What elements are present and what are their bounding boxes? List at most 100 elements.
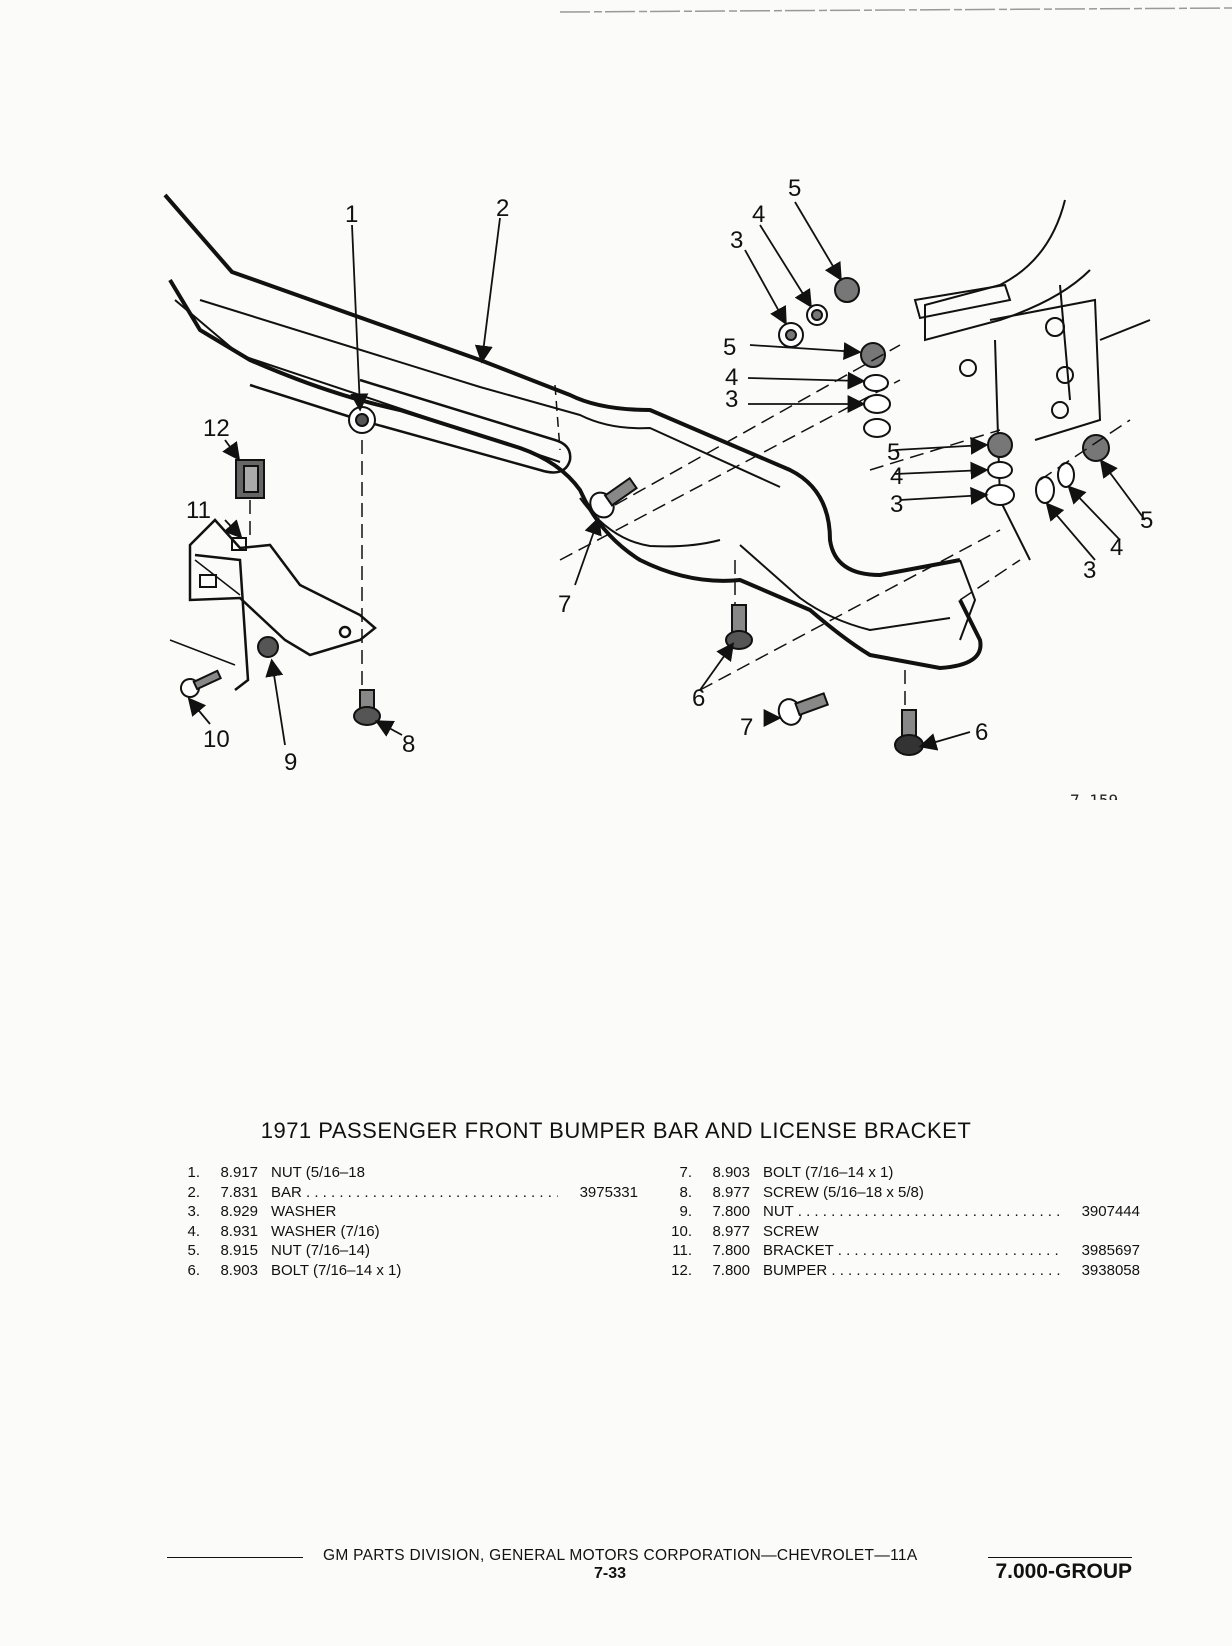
callout-8: 8 <box>402 731 415 758</box>
group-code: 8.903 <box>712 1164 750 1181</box>
footer-division: GM PARTS DIVISION, GENERAL MOTORS CORPOR… <box>323 1547 918 1564</box>
callout-1: 1 <box>345 201 358 228</box>
item-number: 2. <box>187 1183 200 1201</box>
callout-4: 4 <box>752 201 765 228</box>
list-item: 5. 8.915 NUT (7/16–14) <box>168 1241 638 1261</box>
list-item: 1. 8.917 NUT (5/16–18 <box>168 1163 638 1183</box>
list-item: 3. 8.929 WASHER <box>168 1202 638 1222</box>
callout-7: 7 <box>740 714 753 741</box>
parts-list-right: 7. 8.903 BOLT (7/16–14 x 1) 8. 8.977 SCR… <box>660 1163 1140 1280</box>
part-number: 3938058 <box>1081 1261 1140 1279</box>
callout-3: 3 <box>890 491 903 518</box>
list-item: 11. 7.800 BRACKET 3985697 <box>660 1241 1140 1261</box>
page-number: 7-33 <box>594 1565 627 1582</box>
list-item: 10. 8.977 SCREW <box>660 1222 1140 1242</box>
callout-4: 4 <box>890 463 903 490</box>
part-number: 3907444 <box>1081 1203 1140 1220</box>
callout-5: 5 <box>723 334 736 361</box>
callout-9: 9 <box>284 749 297 776</box>
item-number: 12. <box>671 1261 692 1279</box>
callout-5: 5 <box>788 175 801 202</box>
item-number: 10. <box>671 1222 692 1240</box>
part-number <box>558 1202 638 1222</box>
list-item: 6. 8.903 BOLT (7/16–14 x 1) <box>168 1261 638 1281</box>
group-code: 7.800 <box>712 1242 750 1259</box>
bumper-bar <box>163 193 983 670</box>
figure-number: 7-159 <box>1070 791 1118 800</box>
rubber-bumper <box>235 459 265 499</box>
list-item: 8. 8.977 SCREW (5/16–18 x 5/8) <box>660 1183 1140 1203</box>
part-number <box>558 1261 638 1281</box>
exploded-parts-diagram: 1 2 3 4 5 3 4 5 3 4 5 3 4 5 6 6 7 7 8 9 … <box>163 7 1232 800</box>
fasteners <box>180 277 1110 756</box>
part-number <box>558 1163 638 1183</box>
group-code: 8.917 <box>220 1164 258 1181</box>
callout-4: 4 <box>725 364 738 391</box>
part-number <box>558 1241 638 1261</box>
part-name: BOLT (7/16–14 x 1) <box>763 1164 894 1181</box>
list-item: 9. 7.800 NUT 3907444 <box>660 1202 1140 1222</box>
group-code: 8.915 <box>220 1242 258 1259</box>
callout-5: 5 <box>887 439 900 466</box>
callout-numbers: 1 2 3 4 5 3 4 5 3 4 5 3 4 5 6 6 7 7 8 9 … <box>186 175 1153 776</box>
part-number <box>1060 1183 1140 1203</box>
callout-3: 3 <box>725 386 738 413</box>
callout-12: 12 <box>203 415 230 442</box>
leader-lines <box>187 201 1146 751</box>
item-number: 3. <box>187 1203 200 1220</box>
part-number <box>1060 1222 1140 1242</box>
list-item: 2. 7.831 BAR 3975331 <box>168 1183 638 1203</box>
part-name: SCREW <box>763 1222 819 1240</box>
list-item: 4. 8.931 WASHER (7/16) <box>168 1222 638 1242</box>
part-name: BAR <box>258 1183 558 1203</box>
callout-11: 11 <box>186 497 211 524</box>
part-name: WASHER <box>271 1203 337 1220</box>
group-code: 8.929 <box>220 1203 258 1220</box>
item-number: 6. <box>187 1261 200 1279</box>
assembly-lines <box>249 344 1131 705</box>
part-name: WASHER (7/16) <box>271 1222 380 1240</box>
group-code: 7.800 <box>712 1261 750 1279</box>
callout-7: 7 <box>558 591 571 618</box>
part-name: BOLT (7/16–14 x 1) <box>271 1261 402 1279</box>
callout-5: 5 <box>1140 507 1153 534</box>
frame-rail <box>913 199 1151 561</box>
footer-rule-right <box>988 1557 1132 1558</box>
item-number: 8. <box>679 1183 692 1201</box>
callout-3: 3 <box>730 227 743 254</box>
callout-10: 10 <box>203 726 230 753</box>
list-item: 12. 7.800 BUMPER 3938058 <box>660 1261 1140 1281</box>
group-code: 7.831 <box>220 1183 258 1201</box>
part-name: NUT <box>750 1202 1060 1222</box>
part-number <box>1060 1163 1140 1183</box>
group-code: 8.977 <box>712 1183 750 1201</box>
group-code: 7.800 <box>712 1203 750 1220</box>
callout-4: 4 <box>1110 534 1123 561</box>
part-number <box>558 1222 638 1242</box>
page-title: 1971 PASSENGER FRONT BUMPER BAR AND LICE… <box>260 1118 972 1143</box>
parts-list-left: 1. 8.917 NUT (5/16–18 2. 7.831 BAR 39753… <box>168 1163 638 1280</box>
footer-rule-left <box>167 1557 303 1558</box>
part-name: SCREW (5/16–18 x 5/8) <box>763 1183 924 1201</box>
part-name: BUMPER <box>750 1261 1060 1281</box>
item-number: 5. <box>187 1242 200 1259</box>
group-code: 8.977 <box>712 1222 750 1240</box>
group-code: 8.903 <box>220 1261 258 1279</box>
part-name: NUT (7/16–14) <box>271 1242 370 1259</box>
item-number: 4. <box>187 1222 200 1240</box>
list-item: 7. 8.903 BOLT (7/16–14 x 1) <box>660 1163 1140 1183</box>
callout-6: 6 <box>692 685 705 712</box>
item-number: 1. <box>187 1164 200 1181</box>
callout-3: 3 <box>1083 557 1096 584</box>
callout-6: 6 <box>975 719 988 746</box>
group-code: 8.931 <box>220 1222 258 1240</box>
item-number: 9. <box>679 1203 692 1220</box>
part-number: 3975331 <box>579 1183 638 1201</box>
item-number: 11. <box>672 1242 692 1259</box>
item-number: 7. <box>679 1164 692 1181</box>
callout-2: 2 <box>496 195 509 222</box>
part-name: NUT (5/16–18 <box>271 1164 365 1181</box>
part-name: BRACKET <box>750 1241 1060 1261</box>
group-label: 7.000-GROUP <box>995 1560 1132 1583</box>
part-number: 3985697 <box>1081 1242 1140 1259</box>
